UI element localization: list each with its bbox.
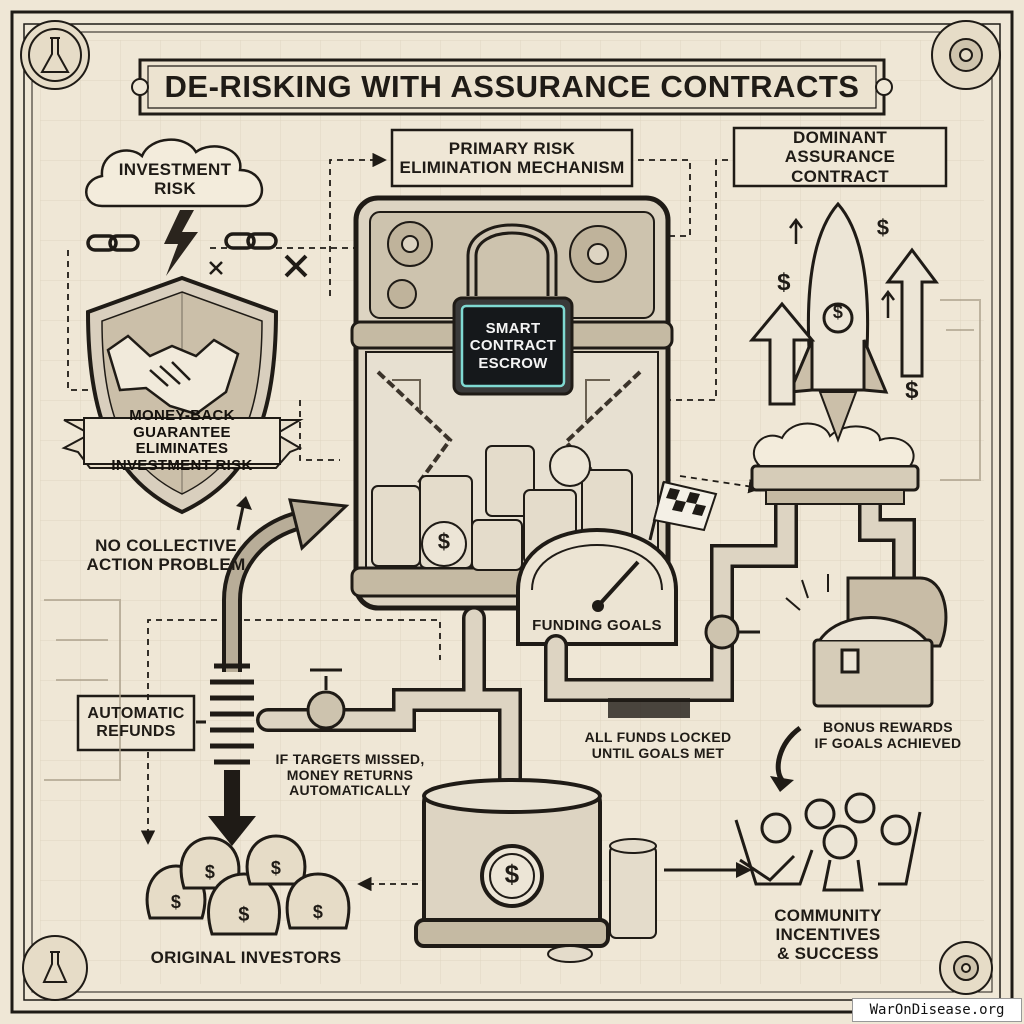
bag-dollar-icon: $ [204,862,216,882]
no-collective-action-label: NO COLLECTIVE ACTION PROBLEM [86,536,246,575]
bag-dollar-icon: $ [312,902,324,922]
lightning-icon [164,210,198,276]
title-banner [131,58,893,116]
background-building [44,299,981,781]
tank-dollar-icon: $ [504,859,520,889]
money-back-guarantee-label: MONEY-BACK GUARANTEE ELIMINATES INVESTME… [111,407,252,473]
checkered-flag-icon [648,480,718,541]
money-bags-icon [145,834,351,936]
dollar-sign-icon: $ [905,377,919,404]
automatic-refunds-box [76,694,196,752]
original-investors-label: ORIGINAL INVESTORS [150,948,342,967]
vault-gear-left-icon [387,221,433,309]
funding-goals-label: FUNDING GOALS [532,617,662,634]
treasure-chest-icon [785,574,948,708]
community-people-icon [734,792,922,892]
refund-flow-arrow [208,498,350,846]
corner-gear-icon [931,20,1001,90]
curved-arrow-bonus [770,725,802,792]
vault-gear-right-icon [569,225,627,283]
handshake-icon [106,334,240,416]
vault-coin-stacks [371,445,633,571]
outer-frame [10,10,1014,1014]
escrow-screen [452,296,574,396]
rocket-dollar-icon: $ [832,302,844,322]
rocket-icon [787,201,889,443]
arrow-to-shield [236,496,252,531]
padlock-icon [466,223,558,296]
tank-coin-stacks [547,838,657,963]
all-funds-locked-label: ALL FUNDS LOCKED UNTIL GOALS MET [584,729,732,761]
corner-flask-bottom-icon [22,935,88,1001]
launch-platform [750,422,920,505]
page-title: DE-RISKING WITH ASSURANCE CONTRACTS [164,68,860,104]
corner-gear-bottom-icon [939,941,993,995]
arrow-to-community [664,862,752,878]
community-incentives-label: COMMUNITY INCENTIVES & SUCCESS [774,906,882,964]
pipe-mesh-section [608,698,690,718]
guarantee-ribbon [61,417,304,469]
growth-arrows-icon [748,217,939,406]
smart-contract-escrow-label: SMART CONTRACT ESCROW [469,320,557,372]
bag-dollar-icon: $ [170,892,182,912]
dollar-sign-icon: $ [777,269,791,296]
corner-flask-icon [20,20,90,90]
primary-risk-label: PRIMARY RISK ELIMINATION MECHANISM [399,138,625,177]
bonus-rewards-label: BONUS REWARDS IF GOALS ACHIEVED [814,719,962,751]
investment-risk-label: INVESTMENT RISK [118,159,232,198]
reservoir-tank [414,778,610,948]
bag-dollar-icon: $ [238,904,250,926]
broken-chain-icon [86,232,278,252]
bag-dollar-icon: $ [270,858,282,878]
investment-risk-cloud [85,138,263,208]
valve-icon [306,614,760,730]
targets-missed-label: IF TARGETS MISSED, MONEY RETURNS AUTOMAT… [275,751,425,799]
funding-gauge [516,528,678,646]
coin-dollar-icon: $ [437,529,451,554]
dominant-assurance-label: DOMINANT ASSURANCE CONTRACT [784,128,896,186]
primary-risk-box [390,128,634,188]
dominant-assurance-box [732,126,948,188]
automatic-refunds-label: AUTOMATIC REFUNDS [87,705,185,740]
block-x-icon [209,254,308,278]
watermark: WarOnDisease.org [852,998,1022,1022]
dashed-connectors [67,152,763,892]
dollar-sign-icon: $ [876,215,890,240]
